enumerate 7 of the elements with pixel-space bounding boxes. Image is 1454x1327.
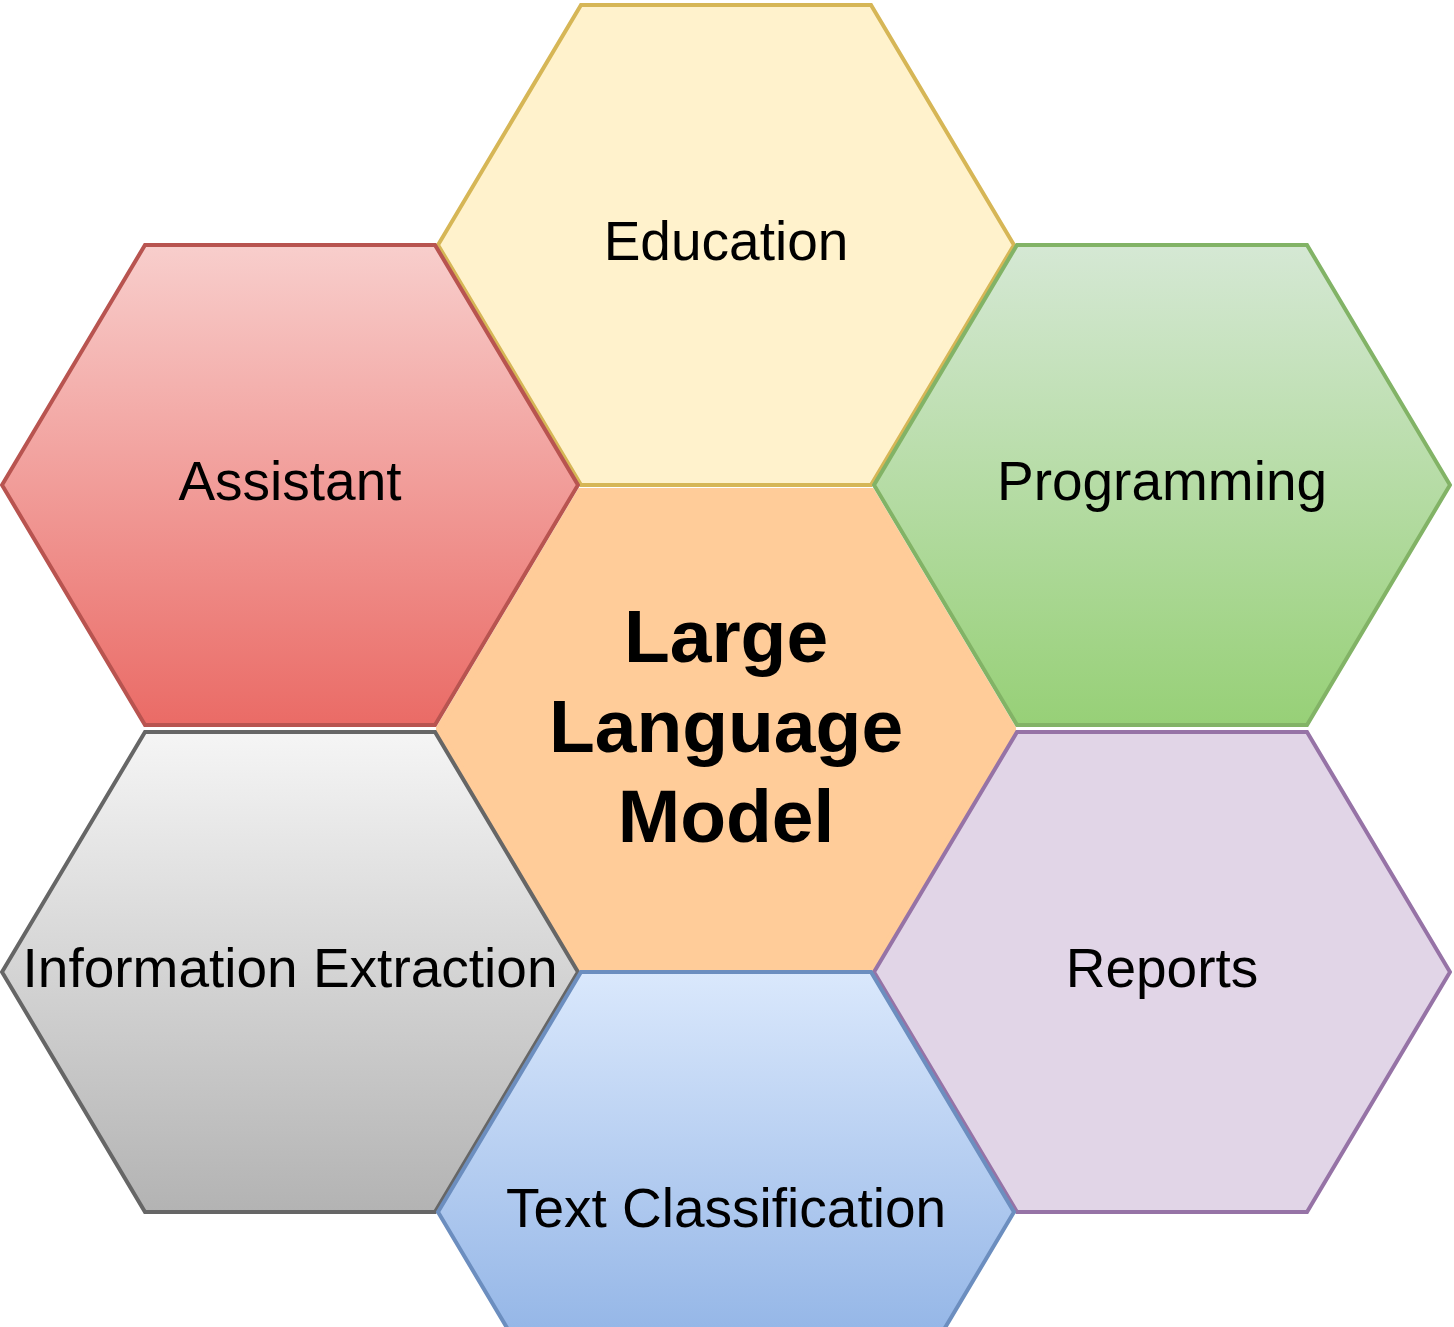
hexagon-label: Text Classification — [505, 1176, 947, 1241]
hexagon-label: Education — [603, 209, 849, 274]
hexagon-label: Large Language Model — [547, 593, 905, 860]
hexagon-label: Reports — [1065, 936, 1259, 1001]
hexagon-label: Programming — [996, 449, 1328, 514]
hexagon-label: Assistant — [178, 449, 402, 514]
hexagon-label: Information Extraction — [22, 936, 558, 1001]
